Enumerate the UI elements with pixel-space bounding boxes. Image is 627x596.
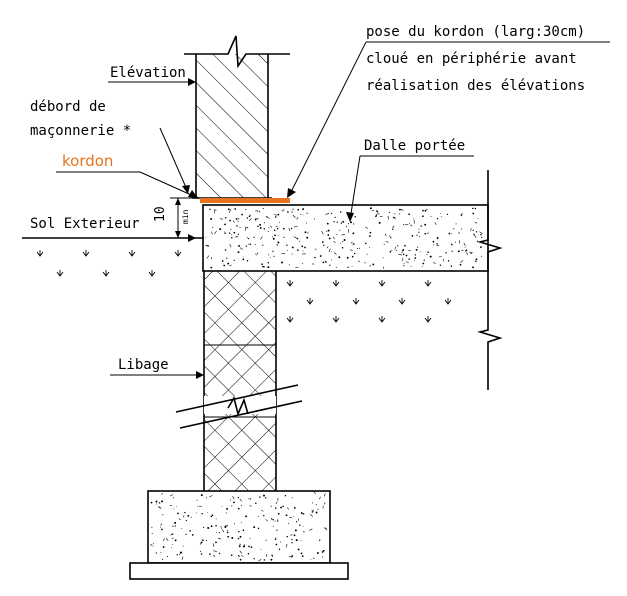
dimension-unit: min [181, 209, 190, 224]
elevation-break-line [184, 35, 290, 69]
pose-label-line1: pose du kordon (larg:30cm) [366, 24, 585, 40]
elevation-label: Elévation [110, 65, 186, 81]
pose-label-line3: réalisation des élévations [366, 78, 585, 94]
libage-break-line-1 [175, 384, 299, 413]
label-elevation: Elévation [108, 65, 196, 86]
debord-label-line2: maçonnerie * [30, 123, 131, 139]
label-kordon: kordon [56, 152, 199, 199]
dalle-portee-slab [202, 170, 503, 390]
slab-break-line [476, 170, 503, 390]
dalle-portee-label: Dalle portée [364, 138, 465, 154]
label-pose-kordon: pose du kordon (larg:30cm) cloué en péri… [287, 24, 610, 198]
sol-exterieur-label: Sol Exterieur [30, 216, 140, 232]
label-sol-exterieur: Sol Exterieur [30, 216, 196, 242]
dimension-value: 10 [153, 206, 168, 222]
label-libage: Libage [110, 357, 204, 379]
kordon-label: kordon [62, 152, 113, 170]
pose-label-line2: cloué en périphérie avant [366, 51, 577, 67]
elevation-wall [184, 35, 290, 199]
label-dalle-portee: Dalle portée [346, 138, 474, 222]
dimension-10-min: 10 min [153, 197, 200, 239]
libage-column [175, 271, 303, 491]
ground-outside [22, 237, 204, 277]
ground-under-slab [276, 270, 488, 323]
footing-base [129, 562, 349, 580]
libage-break-zigzag [227, 395, 249, 417]
libage-label: Libage [118, 357, 169, 373]
footing [129, 490, 349, 580]
kordon-strip [200, 198, 290, 203]
debord-label-line1: débord de [30, 99, 106, 115]
libage-break-line-2 [179, 400, 303, 429]
label-debord: débord de maçonnerie * [30, 99, 190, 194]
